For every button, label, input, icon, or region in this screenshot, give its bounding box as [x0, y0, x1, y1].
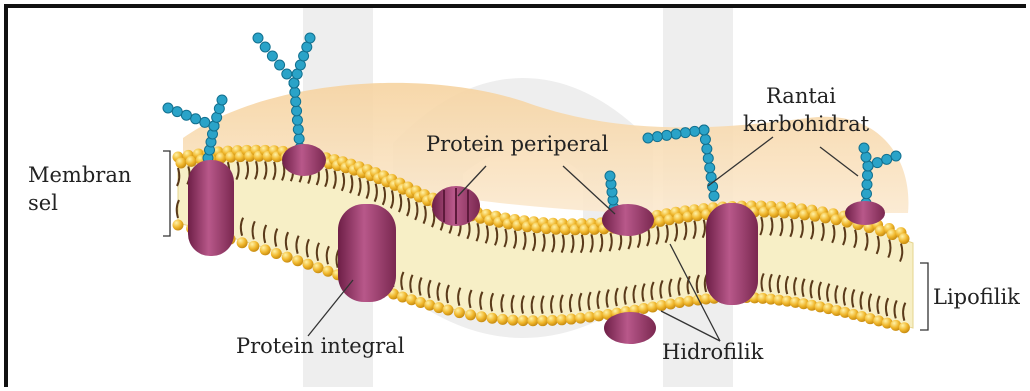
integral-protein-right — [706, 203, 758, 305]
lipid-head — [237, 237, 248, 248]
lipid-head — [518, 315, 529, 326]
sugar-bead — [643, 133, 653, 143]
peripheral-protein-top — [282, 144, 326, 176]
sugar-bead — [652, 132, 662, 142]
lipid-head — [527, 315, 538, 326]
label-rantai-line2: karbohidrat — [743, 112, 870, 136]
sugar-bead — [863, 161, 873, 171]
sugar-bead — [181, 110, 191, 120]
lipid-head — [476, 311, 487, 322]
sugar-bead — [292, 69, 302, 79]
lipid-head — [899, 322, 910, 333]
lipid-head — [465, 309, 476, 320]
sugar-bead — [302, 42, 312, 52]
sugar-bead — [891, 151, 901, 161]
peripheral-protein-far-right — [845, 201, 885, 225]
lipid-head — [487, 313, 498, 324]
sugar-bead — [292, 115, 302, 125]
sugar-bead — [859, 143, 869, 153]
label-lipofilik: Lipofilik — [933, 285, 1020, 309]
lipid-head — [898, 233, 909, 244]
sugar-bead — [299, 51, 309, 61]
lipid-head — [497, 314, 508, 325]
sugar-bead — [253, 33, 263, 43]
sugar-bead — [275, 60, 285, 70]
cell-membrane-diagram: Membran sel Rantai karbohidrat Protein p… — [8, 8, 1026, 387]
lipid-head — [173, 220, 184, 231]
lipid-head — [454, 307, 465, 318]
sugar-bead — [289, 78, 299, 88]
sugar-bead — [863, 170, 873, 180]
lipid-head — [271, 248, 282, 259]
sugar-bead — [163, 103, 173, 113]
peripheral-protein-bottom — [604, 312, 656, 344]
sugar-bead — [295, 60, 305, 70]
sugar-bead — [705, 163, 715, 173]
lipid-head — [292, 255, 303, 266]
integral-protein-left — [188, 160, 234, 256]
sugar-bead — [191, 114, 201, 124]
lipid-head — [248, 241, 259, 252]
label-rantai-line1: Rantai — [766, 84, 836, 108]
sugar-bead — [282, 69, 292, 79]
lipid-head — [260, 244, 271, 255]
lipid-head — [313, 262, 324, 273]
sugar-bead — [861, 152, 871, 162]
sugar-bead — [709, 191, 719, 201]
diagram-frame: Membran sel Rantai karbohidrat Protein p… — [4, 4, 1026, 387]
sugar-bead — [291, 97, 301, 107]
sugar-bead — [690, 126, 700, 136]
sugar-bead — [680, 128, 690, 138]
label-protein-integral: Protein integral — [236, 334, 405, 358]
label-membran-line2: sel — [28, 191, 58, 215]
sugar-bead — [872, 158, 882, 168]
sugar-bead — [862, 189, 872, 199]
sugar-bead — [293, 124, 303, 134]
lipid-head — [507, 315, 518, 326]
label-protein-periperal: Protein periperal — [426, 132, 609, 156]
label-hidrofilik: Hidrofilik — [662, 340, 764, 364]
sugar-bead — [290, 87, 300, 97]
sugar-bead — [671, 129, 681, 139]
lipid-head — [556, 314, 567, 325]
sugar-bead — [662, 130, 672, 140]
sugar-bead — [605, 171, 615, 181]
lipid-head — [303, 259, 314, 270]
sugar-bead — [703, 153, 713, 163]
lipid-head — [323, 266, 334, 277]
lipid-head — [566, 314, 577, 325]
sugar-bead — [172, 107, 182, 117]
peripheral-protein-left — [432, 186, 480, 226]
lipid-head — [282, 252, 293, 263]
lipid-head — [547, 315, 558, 326]
lipid-head — [443, 305, 454, 316]
label-membran-line1: Membran — [28, 163, 131, 187]
sugar-bead — [305, 33, 315, 43]
sugar-bead — [699, 125, 709, 135]
sugar-bead — [292, 106, 302, 116]
sugar-bead — [200, 117, 210, 127]
sugar-bead — [217, 95, 227, 105]
sugar-bead — [267, 51, 277, 61]
sugar-bead — [700, 134, 710, 144]
sugar-bead — [702, 144, 712, 154]
sugar-bead — [862, 180, 872, 190]
sugar-bead — [260, 42, 270, 52]
sugar-bead — [882, 154, 892, 164]
lipid-head — [433, 302, 444, 313]
lipid-head — [537, 315, 548, 326]
sugar-bead — [294, 134, 304, 144]
